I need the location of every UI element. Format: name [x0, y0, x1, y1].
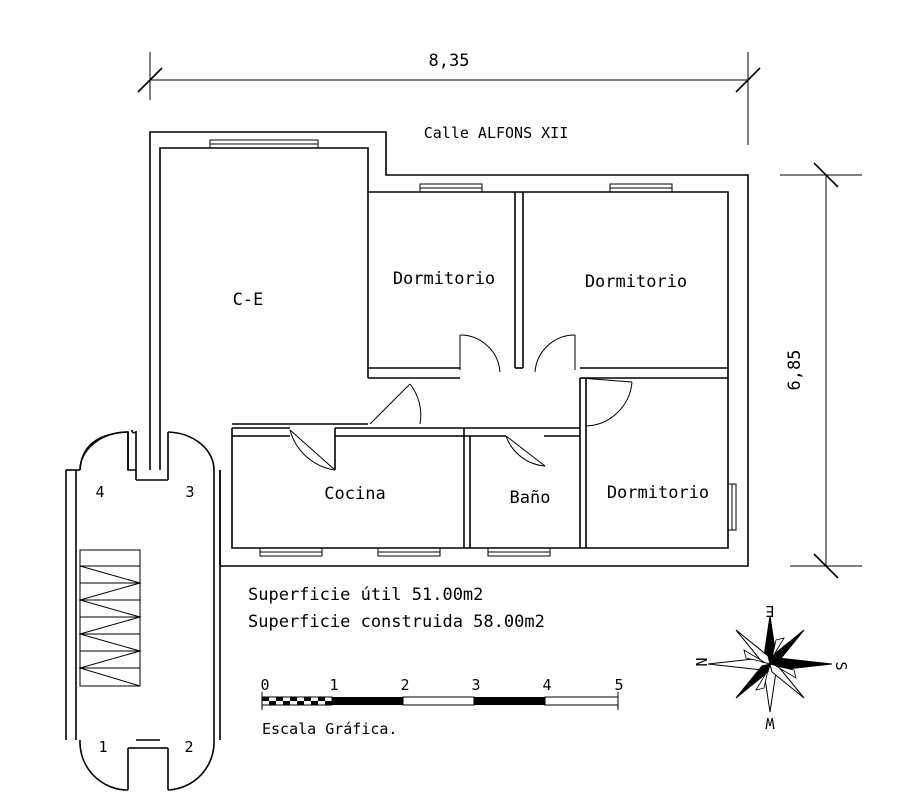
stair-number-3: 3	[185, 483, 194, 501]
scale-tick-1: 1	[329, 676, 338, 694]
street-label: Calle ALFONS XII	[424, 124, 569, 142]
scale-tick-4: 4	[542, 676, 551, 694]
scale-tick-3: 3	[471, 676, 480, 694]
width-dimension: 8,35	[137, 51, 761, 145]
stair-number-2: 2	[184, 738, 193, 756]
compass-west: W	[765, 714, 775, 732]
stair-number-4: 4	[95, 483, 104, 501]
compass-rose-icon: E W N S	[692, 602, 850, 732]
doors	[289, 334, 633, 471]
scale-tick-0: 0	[260, 676, 269, 694]
surface-built: Superficie construida 58.00m2	[248, 612, 545, 632]
room-kitchen: Cocina	[324, 484, 385, 504]
staircase: 4 3 1 2	[65, 429, 221, 791]
height-dimension: 6,85	[780, 162, 862, 579]
scale-tick-2: 2	[400, 676, 409, 694]
width-label: 8,35	[429, 51, 470, 71]
surface-useful: Superficie útil 51.00m2	[248, 585, 483, 605]
scale-tick-5: 5	[614, 676, 623, 694]
room-bedroom-top-left: Dormitorio	[393, 269, 495, 289]
compass-north: N	[692, 657, 710, 666]
interior-walls	[232, 192, 728, 548]
compass-east: E	[765, 602, 774, 620]
height-label: 6,85	[785, 350, 805, 391]
windows	[209, 139, 737, 557]
room-living: C-E	[233, 290, 264, 310]
room-bathroom: Baño	[510, 488, 551, 508]
room-bedroom-bottom-right: Dormitorio	[607, 483, 709, 503]
room-bedroom-top-right: Dormitorio	[585, 272, 687, 292]
scale-caption: Escala Gráfica.	[262, 720, 397, 738]
stair-number-1: 1	[98, 738, 107, 756]
compass-south: S	[832, 661, 850, 670]
graphic-scale: 0 1 2 3 4 5 Escala Gráfica.	[260, 676, 623, 738]
